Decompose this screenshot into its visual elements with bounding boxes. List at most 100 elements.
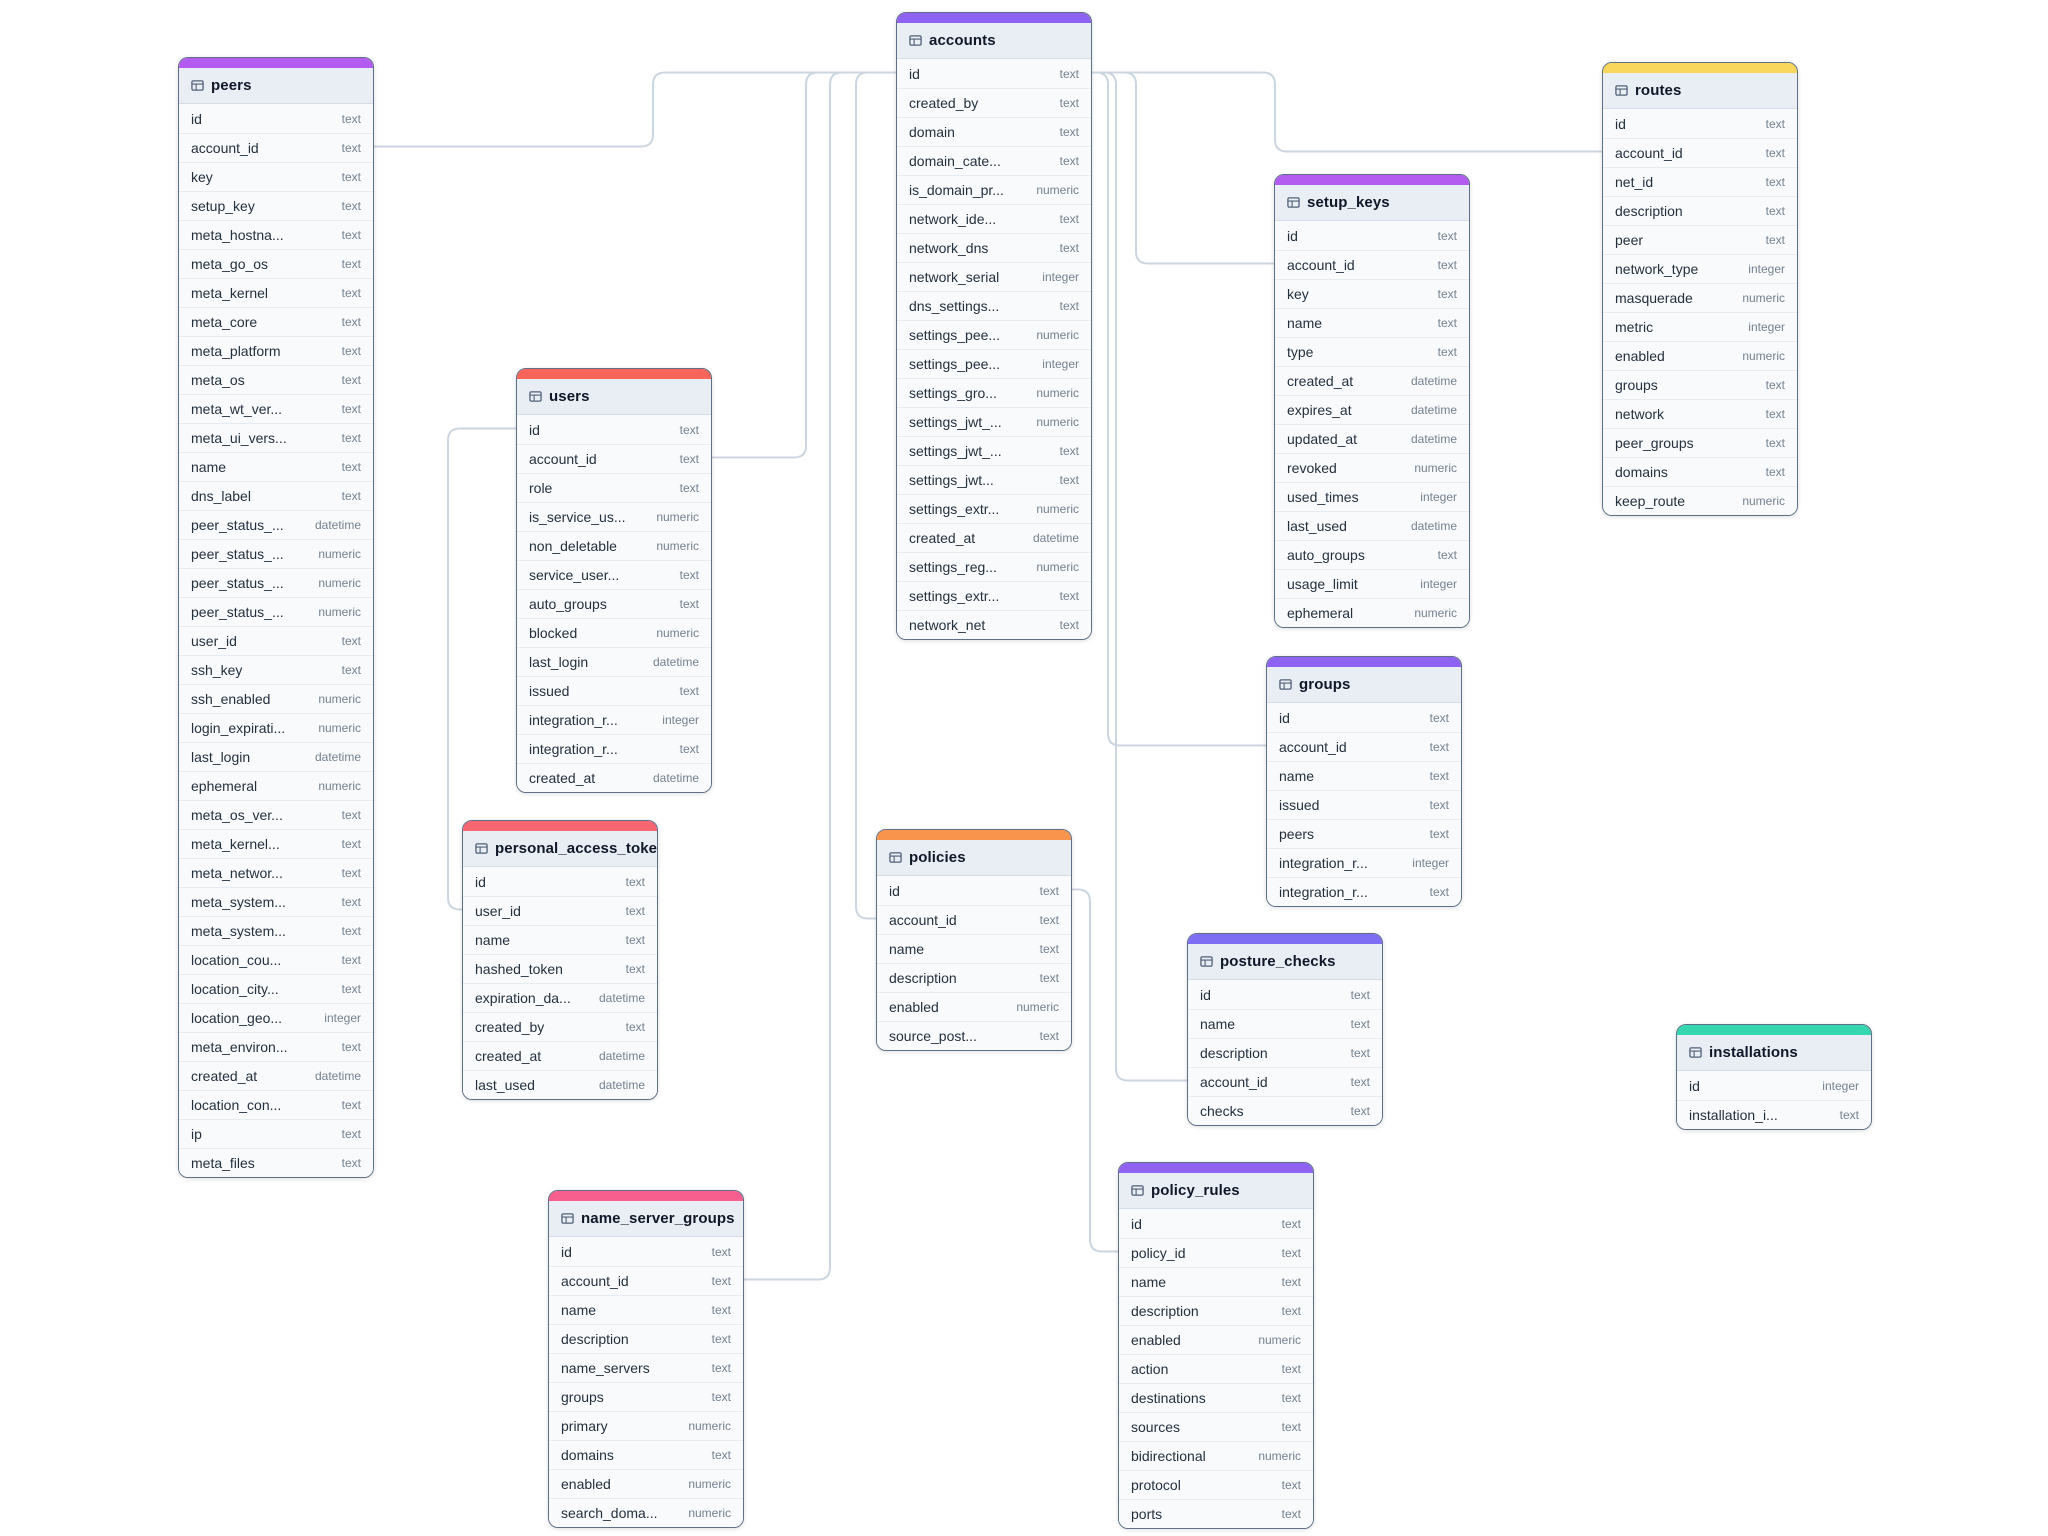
table-field-row[interactable]: id text	[1275, 221, 1469, 250]
table-field-row[interactable]: id text	[1119, 1209, 1313, 1238]
table-header[interactable]: peers	[179, 68, 373, 104]
table-field-row[interactable]: created_at datetime	[517, 763, 711, 792]
table-header[interactable]: policies	[877, 840, 1071, 876]
table-header[interactable]: installations	[1677, 1035, 1871, 1071]
table-field-row[interactable]: meta_wt_ver... text	[179, 394, 373, 423]
table-field-row[interactable]: id text	[877, 876, 1071, 905]
table-peers[interactable]: peers id text account_id text key text s…	[178, 57, 374, 1178]
table-header[interactable]: routes	[1603, 73, 1797, 109]
table-field-row[interactable]: meta_kernel... text	[179, 829, 373, 858]
table-field-row[interactable]: ssh_key text	[179, 655, 373, 684]
table-field-row[interactable]: id text	[179, 104, 373, 133]
table-field-row[interactable]: settings_jwt_... numeric	[897, 407, 1091, 436]
table-field-row[interactable]: settings_jwt_... text	[897, 436, 1091, 465]
table-field-row[interactable]: name text	[877, 934, 1071, 963]
table-header[interactable]: setup_keys	[1275, 185, 1469, 221]
table-field-row[interactable]: expires_at datetime	[1275, 395, 1469, 424]
table-field-row[interactable]: usage_limit integer	[1275, 569, 1469, 598]
table-field-row[interactable]: last_used datetime	[1275, 511, 1469, 540]
table-field-row[interactable]: location_cou... text	[179, 945, 373, 974]
table-personal_access_tokens[interactable]: personal_access_tokens id text user_id t…	[462, 820, 658, 1100]
table-field-row[interactable]: account_id text	[1275, 250, 1469, 279]
table-field-row[interactable]: hashed_token text	[463, 954, 657, 983]
table-field-row[interactable]: last_login datetime	[517, 647, 711, 676]
table-installations[interactable]: installations id integer installation_i.…	[1676, 1024, 1872, 1130]
table-field-row[interactable]: checks text	[1188, 1096, 1382, 1125]
table-header[interactable]: policy_rules	[1119, 1173, 1313, 1209]
table-field-row[interactable]: name text	[1188, 1009, 1382, 1038]
table-field-row[interactable]: created_by text	[897, 88, 1091, 117]
table-field-row[interactable]: location_geo... integer	[179, 1003, 373, 1032]
table-field-row[interactable]: role text	[517, 473, 711, 502]
table-field-row[interactable]: enabled numeric	[877, 992, 1071, 1021]
table-field-row[interactable]: bidirectional numeric	[1119, 1441, 1313, 1470]
table-field-row[interactable]: meta_files text	[179, 1148, 373, 1177]
table-field-row[interactable]: enabled numeric	[1119, 1325, 1313, 1354]
table-field-row[interactable]: meta_kernel text	[179, 278, 373, 307]
table-field-row[interactable]: peer_groups text	[1603, 428, 1797, 457]
table-field-row[interactable]: domains text	[549, 1440, 743, 1469]
table-field-row[interactable]: description text	[877, 963, 1071, 992]
table-field-row[interactable]: meta_core text	[179, 307, 373, 336]
table-field-row[interactable]: enabled numeric	[549, 1469, 743, 1498]
table-field-row[interactable]: integration_r... text	[1267, 877, 1461, 906]
table-field-row[interactable]: domains text	[1603, 457, 1797, 486]
table-field-row[interactable]: ssh_enabled numeric	[179, 684, 373, 713]
table-field-row[interactable]: metric integer	[1603, 312, 1797, 341]
table-field-row[interactable]: auto_groups text	[517, 589, 711, 618]
table-field-row[interactable]: id text	[1188, 980, 1382, 1009]
table-field-row[interactable]: description text	[1603, 196, 1797, 225]
table-field-row[interactable]: dns_settings... text	[897, 291, 1091, 320]
table-field-row[interactable]: created_at datetime	[463, 1041, 657, 1070]
table-field-row[interactable]: settings_extr... numeric	[897, 494, 1091, 523]
table-field-row[interactable]: name text	[463, 925, 657, 954]
table-field-row[interactable]: groups text	[549, 1382, 743, 1411]
table-field-row[interactable]: account_id text	[549, 1266, 743, 1295]
table-field-row[interactable]: used_times integer	[1275, 482, 1469, 511]
table-field-row[interactable]: revoked numeric	[1275, 453, 1469, 482]
table-field-row[interactable]: non_deletable numeric	[517, 531, 711, 560]
table-field-row[interactable]: is_service_us... numeric	[517, 502, 711, 531]
table-field-row[interactable]: meta_os_ver... text	[179, 800, 373, 829]
table-field-row[interactable]: created_by text	[463, 1012, 657, 1041]
table-field-row[interactable]: account_id text	[877, 905, 1071, 934]
table-field-row[interactable]: user_id text	[179, 626, 373, 655]
table-field-row[interactable]: created_at datetime	[897, 523, 1091, 552]
table-field-row[interactable]: is_domain_pr... numeric	[897, 175, 1091, 204]
table-posture_checks[interactable]: posture_checks id text name text descrip…	[1187, 933, 1383, 1126]
table-field-row[interactable]: key text	[179, 162, 373, 191]
table-field-row[interactable]: meta_system... text	[179, 887, 373, 916]
table-field-row[interactable]: account_id text	[1267, 732, 1461, 761]
table-field-row[interactable]: integration_r... text	[517, 734, 711, 763]
table-field-row[interactable]: issued text	[517, 676, 711, 705]
table-field-row[interactable]: auto_groups text	[1275, 540, 1469, 569]
table-field-row[interactable]: id text	[1603, 109, 1797, 138]
table-field-row[interactable]: location_con... text	[179, 1090, 373, 1119]
table-field-row[interactable]: last_login datetime	[179, 742, 373, 771]
table-field-row[interactable]: meta_system... text	[179, 916, 373, 945]
table-field-row[interactable]: ephemeral numeric	[1275, 598, 1469, 627]
table-name_server_groups[interactable]: name_server_groups id text account_id te…	[548, 1190, 744, 1528]
table-field-row[interactable]: meta_networ... text	[179, 858, 373, 887]
table-field-row[interactable]: meta_os text	[179, 365, 373, 394]
table-field-row[interactable]: settings_extr... text	[897, 581, 1091, 610]
table-field-row[interactable]: ports text	[1119, 1499, 1313, 1528]
table-field-row[interactable]: peers text	[1267, 819, 1461, 848]
table-field-row[interactable]: name text	[1267, 761, 1461, 790]
table-field-row[interactable]: domain_cate... text	[897, 146, 1091, 175]
table-field-row[interactable]: login_expirati... numeric	[179, 713, 373, 742]
table-field-row[interactable]: updated_at datetime	[1275, 424, 1469, 453]
table-header[interactable]: accounts	[897, 23, 1091, 59]
table-field-row[interactable]: network_serial integer	[897, 262, 1091, 291]
table-field-row[interactable]: id text	[1267, 703, 1461, 732]
table-field-row[interactable]: last_used datetime	[463, 1070, 657, 1099]
table-field-row[interactable]: installation_i... text	[1677, 1100, 1871, 1129]
table-field-row[interactable]: peer_status_... numeric	[179, 539, 373, 568]
table-field-row[interactable]: name text	[179, 452, 373, 481]
table-field-row[interactable]: dns_label text	[179, 481, 373, 510]
table-field-row[interactable]: settings_pee... integer	[897, 349, 1091, 378]
table-field-row[interactable]: account_id text	[179, 133, 373, 162]
table-field-row[interactable]: name text	[1275, 308, 1469, 337]
table-header[interactable]: groups	[1267, 667, 1461, 703]
